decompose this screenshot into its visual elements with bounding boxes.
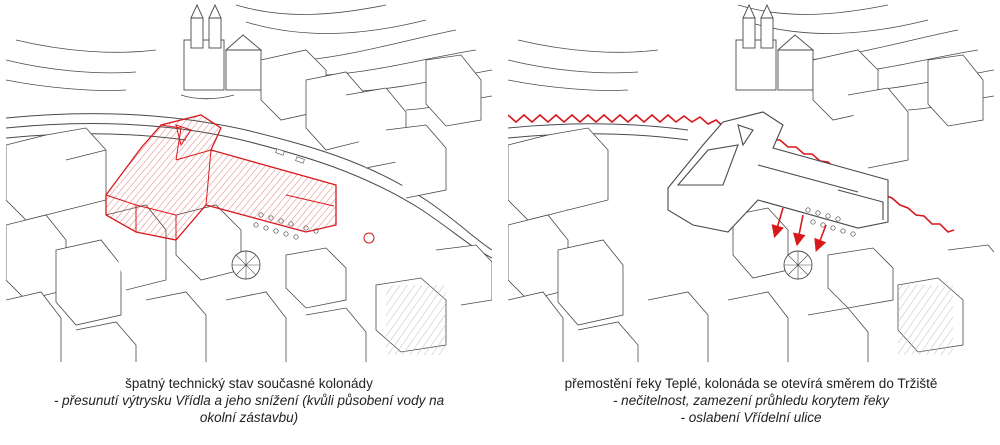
diagram-panel-left <box>6 0 492 362</box>
proposed-colonnade <box>667 111 889 233</box>
arrow-1 <box>771 207 784 239</box>
caption-right: přemostění řeky Teplé, kolonáda se oteví… <box>508 375 994 426</box>
caption-left-sub1: - přesunutí výtrysku Vřídla a jeho sníže… <box>53 393 445 408</box>
caption-left-sub2: okolní zástavbu) <box>199 410 299 425</box>
axonometric-map-left <box>6 3 492 362</box>
colonnade-highlight <box>105 114 375 244</box>
diagram-panel-right <box>508 0 994 362</box>
church-building <box>180 3 263 100</box>
axonometric-map-right <box>508 3 994 362</box>
caption-left: špatný technický stav současné kolonády … <box>6 375 492 426</box>
caption-left-main: špatný technický stav současné kolonády <box>125 376 373 391</box>
opening-arrows <box>771 207 827 252</box>
plaza-hatch <box>898 285 953 355</box>
plaza-hatch <box>386 285 446 355</box>
caption-right-sub2: - oslabení Vřídelní ulice <box>680 410 822 425</box>
church-building <box>735 3 815 91</box>
caption-right-main: přemostění řeky Teplé, kolonáda se oteví… <box>564 376 938 391</box>
spring-marker <box>363 232 375 244</box>
arrow-3 <box>814 224 827 252</box>
surrounding-buildings <box>6 49 492 362</box>
column-dots <box>805 207 856 237</box>
caption-right-sub1: - nečitelnost, zamezení průhledu korytem… <box>612 393 890 408</box>
river-banks <box>508 123 689 141</box>
arrow-2 <box>792 214 806 247</box>
